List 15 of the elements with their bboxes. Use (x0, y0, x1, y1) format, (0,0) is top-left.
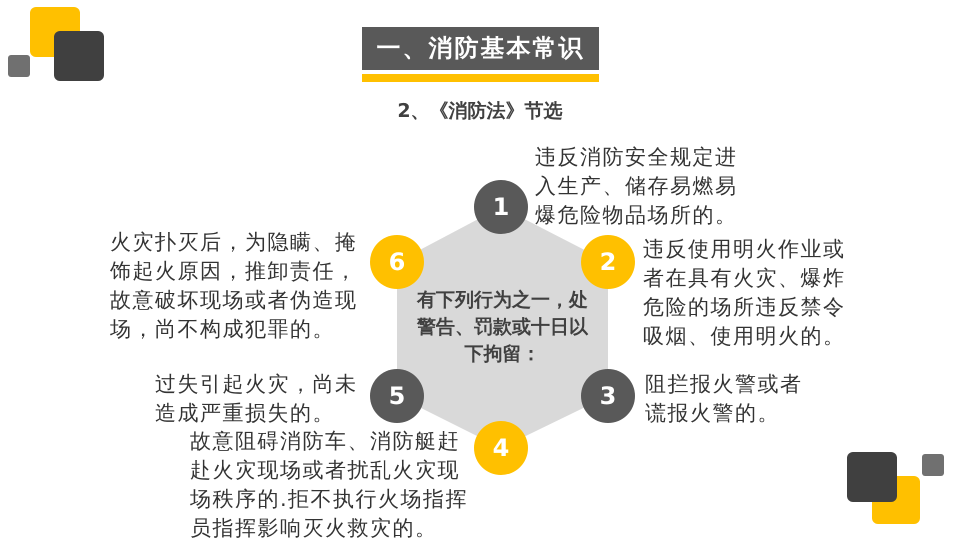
description-text: 违反消防安全规定进入生产、储存易燃易爆危险物品场所的。 (535, 144, 738, 229)
description-text: 阻拦报火警或者谎报火警的。 (645, 371, 804, 427)
center-text: 有下列行为之一，处警告、罚款或十日以下拘留： (417, 288, 588, 367)
number-circle: 3 (581, 369, 635, 423)
number-circle: 5 (370, 369, 424, 423)
description-text: 故意阻碍消防车、消防艇赶赴火灾现场或者扰乱火灾现场秩序的.拒不执行火场指挥员指挥影响灭火救灾的。 (190, 428, 470, 540)
number-circle: 6 (370, 235, 424, 289)
number-circle: 1 (474, 180, 528, 234)
description-text: 过失引起火灾，尚未造成严重损失的。 (155, 371, 358, 427)
number-circle: 2 (581, 235, 635, 289)
number-circle: 4 (474, 421, 528, 475)
description-text: 火灾扑灭后，为隐瞒、掩饰起火原因，推卸责任，故意破坏现场或者伪造现场，尚不构成犯罪的。 (110, 229, 358, 343)
subtitle: 2、《消防法》节选 (396, 99, 564, 124)
description-text: 违反使用明火作业或者在具有火灾、爆炸危险的场所违反禁令吸烟、使用明火的。 (643, 236, 846, 350)
title-banner: 一、消防基本常识 (362, 27, 599, 70)
